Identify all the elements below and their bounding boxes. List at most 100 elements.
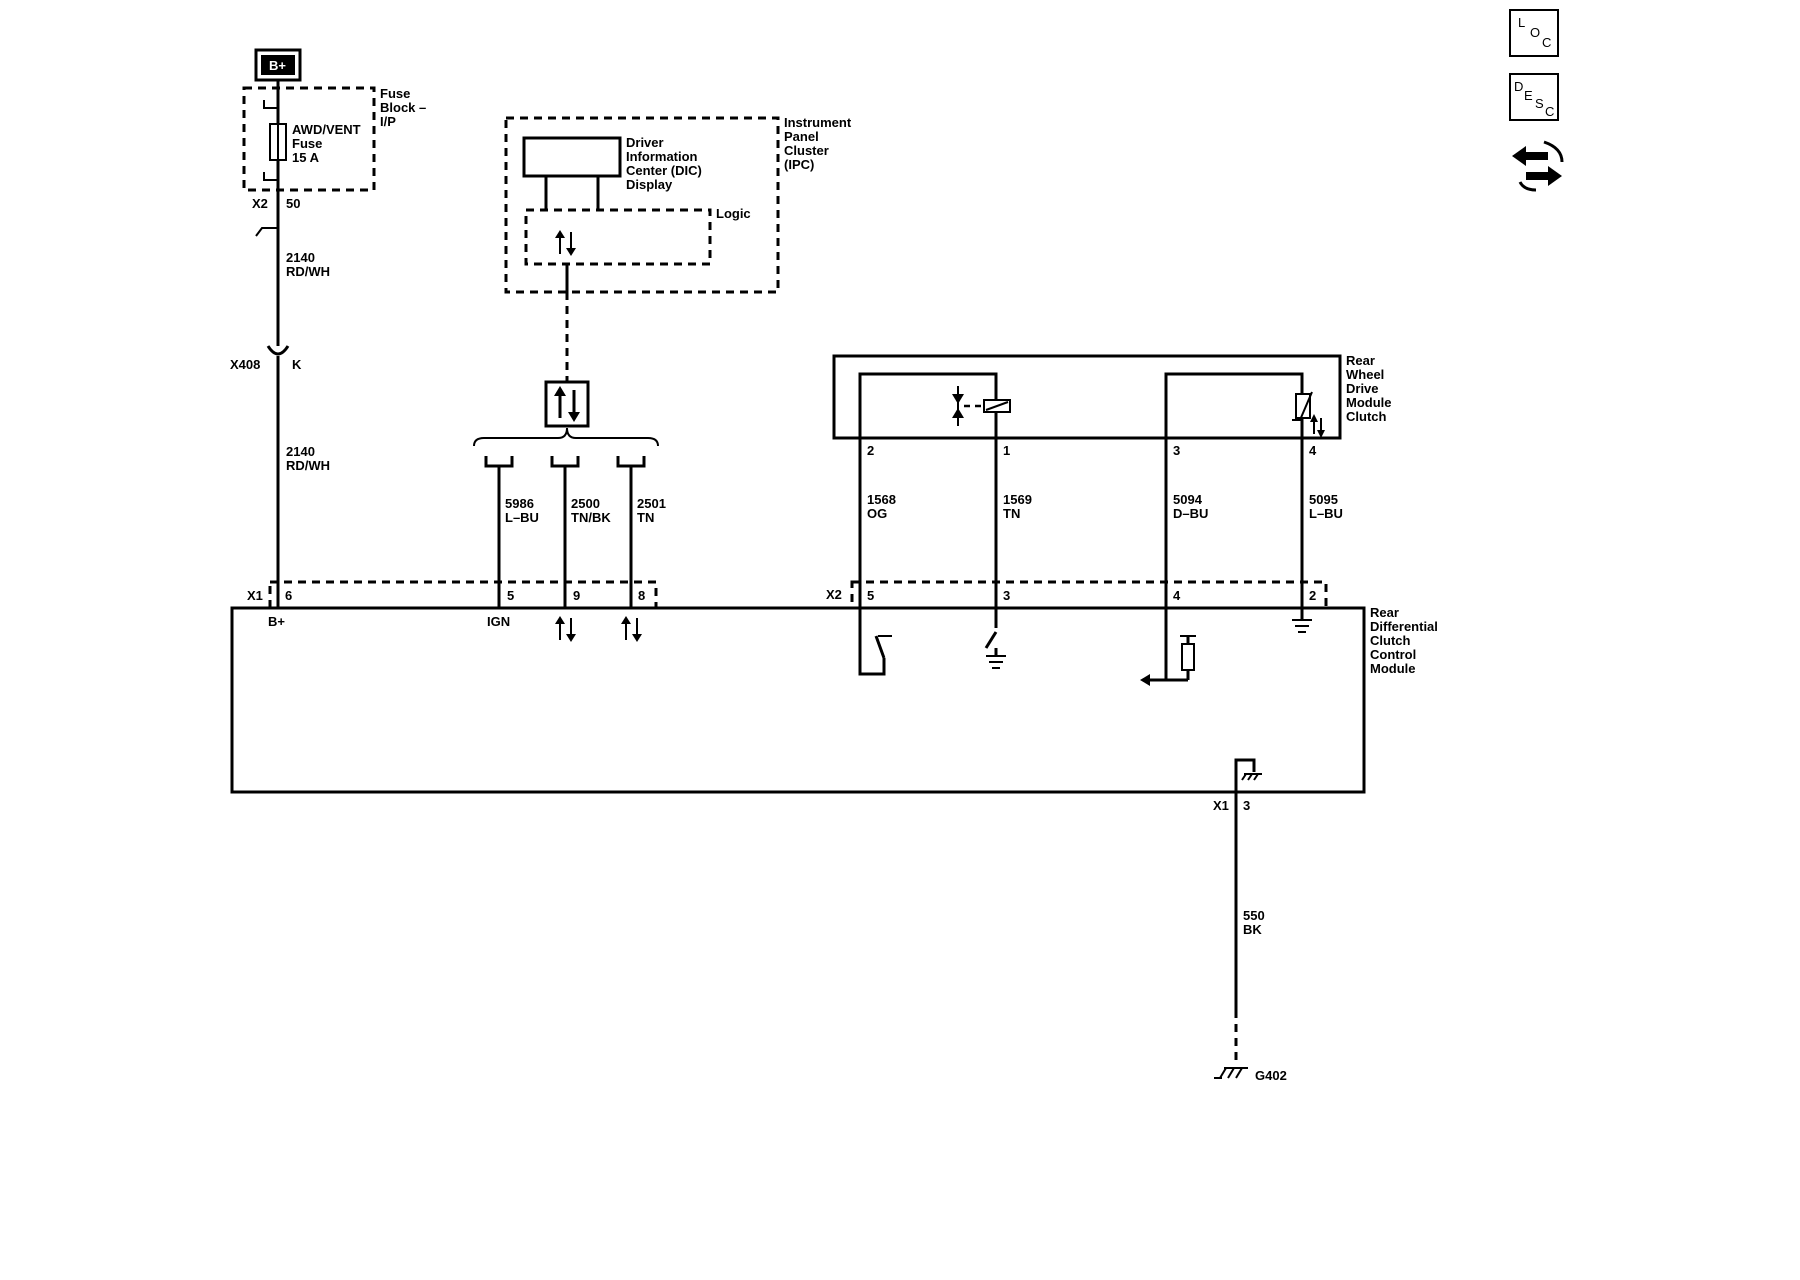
low-side-driver-switch-icon	[984, 608, 1006, 669]
x1-connector	[268, 580, 658, 610]
serial-data-icon	[544, 380, 590, 428]
logic-label: Logic	[716, 206, 751, 221]
dic-display	[522, 136, 622, 178]
connector-arrows-icon[interactable]	[1512, 140, 1564, 192]
svg-text:Control: Control	[1370, 647, 1416, 662]
svg-text:Module: Module	[1346, 395, 1392, 410]
svg-text:Block –: Block –	[380, 100, 426, 115]
svg-text:550: 550	[1243, 908, 1265, 923]
x2-pin-2: 2	[1309, 588, 1316, 603]
rwd-pin-4: 4	[1309, 443, 1317, 458]
svg-text:B+: B+	[269, 58, 286, 73]
svg-text:1569: 1569	[1003, 492, 1032, 507]
svg-text:Cluster: Cluster	[784, 143, 829, 158]
svg-text:15 A: 15 A	[292, 150, 320, 165]
inline-connector-x408	[266, 345, 290, 608]
rwd-pin-1: 1	[1003, 443, 1010, 458]
svg-text:O: O	[1530, 25, 1540, 40]
x2-pin-3: 3	[1003, 588, 1010, 603]
ground-g402-icon	[1214, 1067, 1248, 1079]
x2-pin-4: 4	[1173, 588, 1181, 603]
reference-resistor-icon	[1140, 608, 1196, 686]
b-plus-input-label: B+	[268, 614, 285, 629]
wire-5095-label: 5095 L–BU	[1309, 492, 1343, 521]
svg-text:BK: BK	[1243, 922, 1262, 937]
svg-text:2140: 2140	[286, 444, 315, 459]
fuse-block-pin: 50	[286, 196, 300, 211]
x2-connector	[850, 580, 1328, 610]
wire-2140-label-upper: 2140 RD/WH	[286, 250, 330, 279]
temp-sensor-data-icon	[1310, 414, 1325, 438]
svg-text:RD/WH: RD/WH	[286, 264, 330, 279]
wire-1569-label: 1569 TN	[1003, 492, 1032, 521]
serial-data-pin9-icon	[555, 616, 576, 642]
svg-text:Wheel: Wheel	[1346, 367, 1384, 382]
x1-pin-8: 8	[638, 588, 645, 603]
svg-text:Center (DIC): Center (DIC)	[626, 163, 702, 178]
ipc-logic	[524, 208, 712, 266]
svg-text:L–BU: L–BU	[505, 510, 539, 525]
chassis-ground-internal-icon	[1234, 758, 1262, 792]
svg-text:Clutch: Clutch	[1370, 633, 1411, 648]
svg-text:AWD/VENT: AWD/VENT	[292, 122, 361, 137]
svg-text:S: S	[1535, 96, 1544, 111]
svg-text:1568: 1568	[867, 492, 896, 507]
svg-text:L: L	[1518, 15, 1525, 30]
fuse-block-connector: X2	[252, 196, 268, 211]
svg-text:5986: 5986	[505, 496, 534, 511]
svg-text:5095: 5095	[1309, 492, 1338, 507]
svg-text:Rear: Rear	[1370, 605, 1399, 620]
serial-data-brace	[473, 427, 659, 447]
fuse-block	[242, 86, 376, 192]
wire-550-label: 550 BK	[1243, 908, 1265, 937]
wiring-diagram: L O C D E S C B+ Fuse Block – I/P	[230, 9, 1564, 1083]
ign-input-label: IGN	[487, 614, 510, 629]
x408-pin: K	[292, 357, 302, 372]
x1-ground-connector-label: X1	[1213, 798, 1229, 813]
svg-text:D–BU: D–BU	[1173, 506, 1208, 521]
svg-text:OG: OG	[867, 506, 887, 521]
wire-2500-label: 2500 TN/BK	[571, 496, 611, 525]
svg-text:2140: 2140	[286, 250, 315, 265]
dic-display-label: Driver Information Center (DIC) Display	[626, 135, 702, 192]
x2-pin-5: 5	[867, 588, 874, 603]
svg-text:L–BU: L–BU	[1309, 506, 1343, 521]
svg-text:Driver: Driver	[626, 135, 664, 150]
svg-text:D: D	[1514, 79, 1523, 94]
high-side-driver-switch-icon	[858, 608, 892, 676]
x1-pin-6: 6	[285, 588, 292, 603]
svg-text:Differential: Differential	[1370, 619, 1438, 634]
battery-positive-source: B+	[254, 48, 302, 82]
wire-2501-label: 2501 TN	[637, 496, 666, 525]
svg-text:I/P: I/P	[380, 114, 396, 129]
serial-data-pin8-icon	[621, 616, 642, 642]
rear-differential-clutch-control-module	[230, 580, 1366, 794]
svg-text:RD/WH: RD/WH	[286, 458, 330, 473]
svg-text:Information: Information	[626, 149, 698, 164]
fuse-label: AWD/VENT Fuse 15 A	[292, 122, 361, 165]
svg-text:TN: TN	[1003, 506, 1020, 521]
svg-text:Drive: Drive	[1346, 381, 1379, 396]
rwd-pin-2: 2	[867, 443, 874, 458]
clutch-actuator-icon	[952, 386, 964, 426]
svg-text:TN/BK: TN/BK	[571, 510, 611, 525]
svg-text:Instrument: Instrument	[784, 115, 852, 130]
loc-button[interactable]: L O C	[1509, 9, 1559, 57]
x408-label: X408	[230, 357, 260, 372]
svg-text:2500: 2500	[571, 496, 600, 511]
svg-text:TN: TN	[637, 510, 654, 525]
svg-text:Rear: Rear	[1346, 353, 1375, 368]
svg-text:Module: Module	[1370, 661, 1416, 676]
signal-ground-icon	[1292, 608, 1312, 633]
svg-text:(IPC): (IPC)	[784, 157, 814, 172]
fuse-block-label: Fuse Block – I/P	[380, 86, 426, 129]
svg-text:Panel: Panel	[784, 129, 819, 144]
desc-button[interactable]: D E S C	[1509, 73, 1559, 121]
rdccm-label: Rear Differential Clutch Control Module	[1370, 605, 1438, 676]
svg-text:2501: 2501	[637, 496, 666, 511]
wire-5986-label: 5986 L–BU	[505, 496, 539, 525]
svg-text:5094: 5094	[1173, 492, 1203, 507]
svg-text:Display: Display	[626, 177, 673, 192]
wire-2140-label-lower: 2140 RD/WH	[286, 444, 330, 473]
x1-connector-label: X1	[247, 588, 263, 603]
